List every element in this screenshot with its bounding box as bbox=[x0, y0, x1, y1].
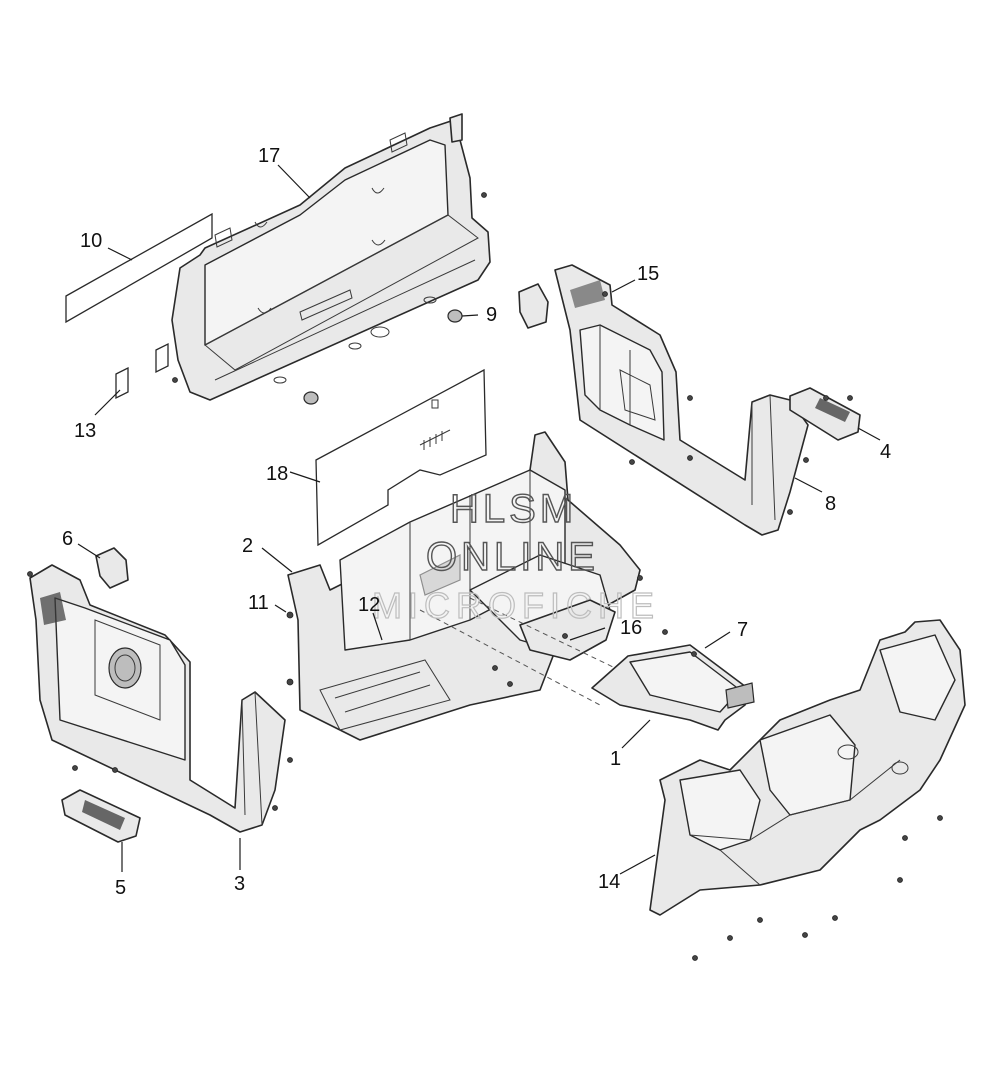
watermark-line-2: ONLINE bbox=[426, 535, 599, 579]
callout-13: 13 bbox=[74, 420, 96, 442]
part-14-floor-tub bbox=[649, 619, 966, 916]
part-16-bracket bbox=[519, 599, 616, 661]
part-4-step-plate bbox=[789, 387, 861, 441]
callout-7: 7 bbox=[737, 619, 748, 641]
callout-12: 12 bbox=[358, 594, 380, 616]
callout-17: 17 bbox=[258, 145, 280, 167]
part-10-sheet bbox=[65, 212, 213, 324]
part-1-skid-plate bbox=[591, 644, 755, 731]
callout-6: 6 bbox=[62, 528, 73, 550]
part-decal-small bbox=[155, 342, 169, 374]
part-6-bracket bbox=[95, 547, 129, 589]
callout-16: 16 bbox=[620, 617, 642, 639]
callout-14: 14 bbox=[598, 871, 620, 893]
callout-9: 9 bbox=[486, 304, 497, 326]
callout-4: 4 bbox=[880, 441, 891, 463]
callout-11: 11 bbox=[248, 592, 269, 614]
part-8-right-side-panel bbox=[554, 264, 809, 536]
fastener-screws bbox=[27, 192, 943, 961]
callout-8: 8 bbox=[825, 493, 836, 515]
part-13-decal bbox=[115, 366, 129, 400]
callout-2: 2 bbox=[242, 535, 253, 557]
watermark: HLSM ONLINE MICROFICHE bbox=[371, 486, 660, 626]
callout-18: 18 bbox=[266, 463, 288, 485]
watermark-line-3: MICROFICHE bbox=[372, 585, 660, 626]
part-3-left-side-panel bbox=[29, 564, 286, 833]
callout-5: 5 bbox=[115, 877, 126, 899]
watermark-line-1: HLSM bbox=[450, 487, 577, 531]
leader-lines bbox=[77, 164, 881, 875]
part-17-rear-panel bbox=[171, 113, 491, 401]
callout-3: 3 bbox=[234, 873, 245, 895]
callout-10: 10 bbox=[80, 230, 102, 252]
part-5-step-plate bbox=[61, 789, 141, 843]
part-15-bracket bbox=[518, 283, 549, 329]
callout-15: 15 bbox=[637, 263, 659, 285]
callout-1: 1 bbox=[610, 748, 621, 770]
callout-labels: 17 10 13 9 15 4 8 18 2 6 11 12 16 7 1 14… bbox=[62, 145, 891, 899]
part-18-liner bbox=[315, 368, 487, 547]
